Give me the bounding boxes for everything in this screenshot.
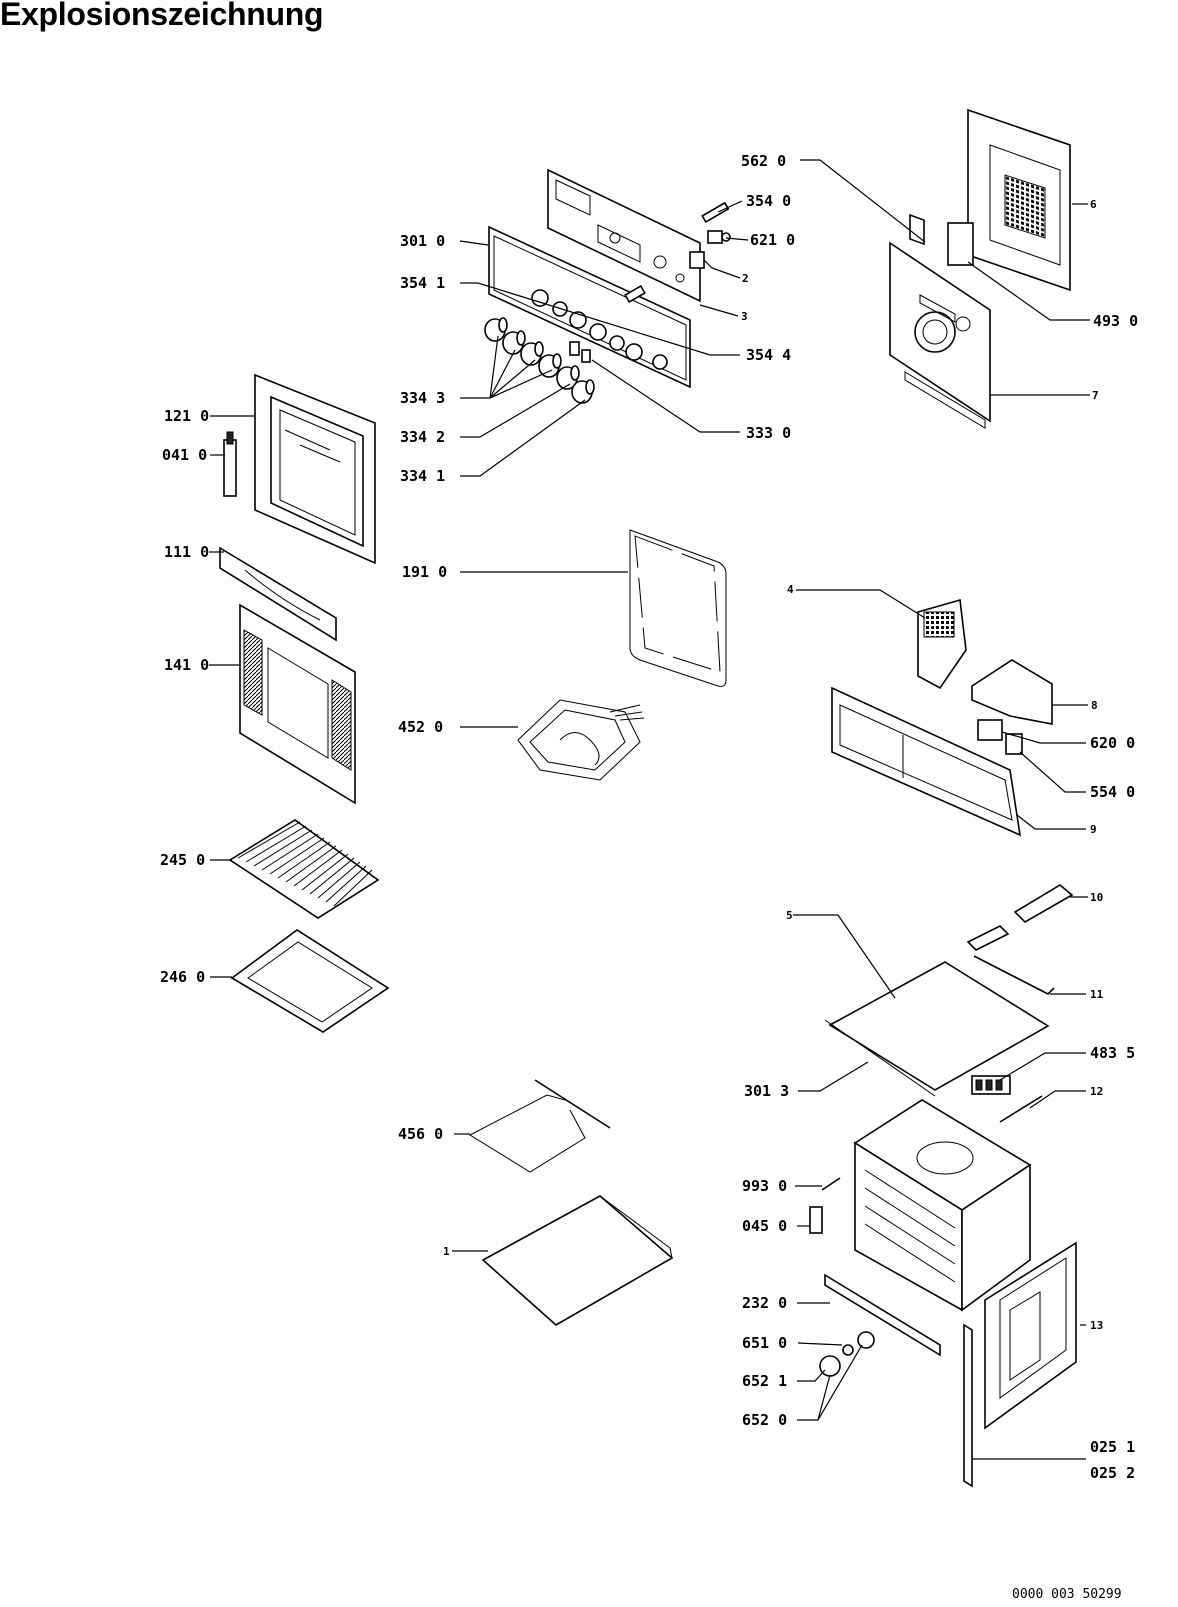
- label-621-0: 621 0: [750, 231, 795, 249]
- label-025-1: 025 1: [1090, 1438, 1135, 1456]
- label-191-0: 191 0: [402, 563, 447, 581]
- label-8: 8: [1091, 699, 1098, 712]
- label-232-0: 232 0: [742, 1294, 787, 1312]
- label-652-1: 652 1: [742, 1372, 787, 1390]
- label-354-4: 354 4: [746, 346, 791, 364]
- label-354-0: 354 0: [746, 192, 791, 210]
- label-2: 2: [742, 272, 749, 285]
- label-4: 4: [787, 583, 794, 596]
- label-334-2: 334 2: [400, 428, 445, 446]
- label-652-0: 652 0: [742, 1411, 787, 1429]
- seal-and-grill: [517, 529, 727, 781]
- label-1: 1: [443, 1245, 450, 1258]
- label-493-0: 493 0: [1093, 312, 1138, 330]
- label-483-5: 483 5: [1090, 1044, 1135, 1062]
- label-301-3: 301 3: [744, 1082, 789, 1100]
- label-141-0: 141 0: [164, 656, 209, 674]
- oven-cavity-group: [809, 884, 1077, 1488]
- label-12: 12: [1090, 1085, 1103, 1098]
- label-620-0: 620 0: [1090, 734, 1135, 752]
- label-3: 3: [741, 310, 748, 323]
- label-5: 5: [786, 909, 793, 922]
- control-panel-group: [484, 168, 731, 404]
- label-6: 6: [1090, 198, 1097, 211]
- document-number: 0000 003 50299: [1012, 1587, 1122, 1602]
- back-panel-group: [889, 108, 1071, 429]
- label-041-0: 041 0: [162, 446, 207, 464]
- page-title: Explosionszeichnung: [0, 0, 324, 32]
- label-7: 7: [1092, 389, 1099, 402]
- label-554-0: 554 0: [1090, 783, 1135, 801]
- label-334-3: 334 3: [400, 389, 445, 407]
- label-354-1: 354 1: [400, 274, 445, 292]
- label-456-0: 456 0: [398, 1125, 443, 1143]
- bottom-heater-group: [468, 1079, 674, 1326]
- label-9: 9: [1090, 823, 1097, 836]
- door-group: [219, 373, 376, 805]
- electronics-group: [831, 598, 1053, 837]
- part-labels: 562 0 354 0 621 0 301 0 2 354 1 3 354 4 …: [160, 152, 1138, 1482]
- baking-tray-part: [230, 929, 390, 1033]
- label-11: 11: [1090, 988, 1104, 1001]
- racks: [228, 819, 390, 1033]
- label-025-2: 025 2: [1090, 1464, 1135, 1482]
- label-245-0: 245 0: [160, 851, 205, 869]
- label-10: 10: [1090, 891, 1103, 904]
- control-knobs: [484, 317, 595, 404]
- fan-housing-part: [831, 686, 1022, 837]
- label-452-0: 452 0: [398, 718, 443, 736]
- top-plate-part: [828, 961, 1050, 1091]
- label-111-0: 111 0: [164, 543, 209, 561]
- label-13: 13: [1090, 1319, 1103, 1332]
- bottom-plate-part: [481, 1195, 674, 1326]
- label-993-0: 993 0: [742, 1177, 787, 1195]
- label-562-0: 562 0: [741, 152, 786, 170]
- label-651-0: 651 0: [742, 1334, 787, 1352]
- leader-lines: [209, 159, 1090, 1460]
- panel-bracket-part: [547, 168, 701, 303]
- label-301-0: 301 0: [400, 232, 445, 250]
- side-panel-part: [984, 1241, 1077, 1430]
- outer-door-glass-part: [239, 603, 356, 805]
- label-334-1: 334 1: [400, 467, 445, 485]
- label-121-0: 121 0: [164, 407, 209, 425]
- label-246-0: 246 0: [160, 968, 205, 986]
- label-045-0: 045 0: [742, 1217, 787, 1235]
- label-333-0: 333 0: [746, 424, 791, 442]
